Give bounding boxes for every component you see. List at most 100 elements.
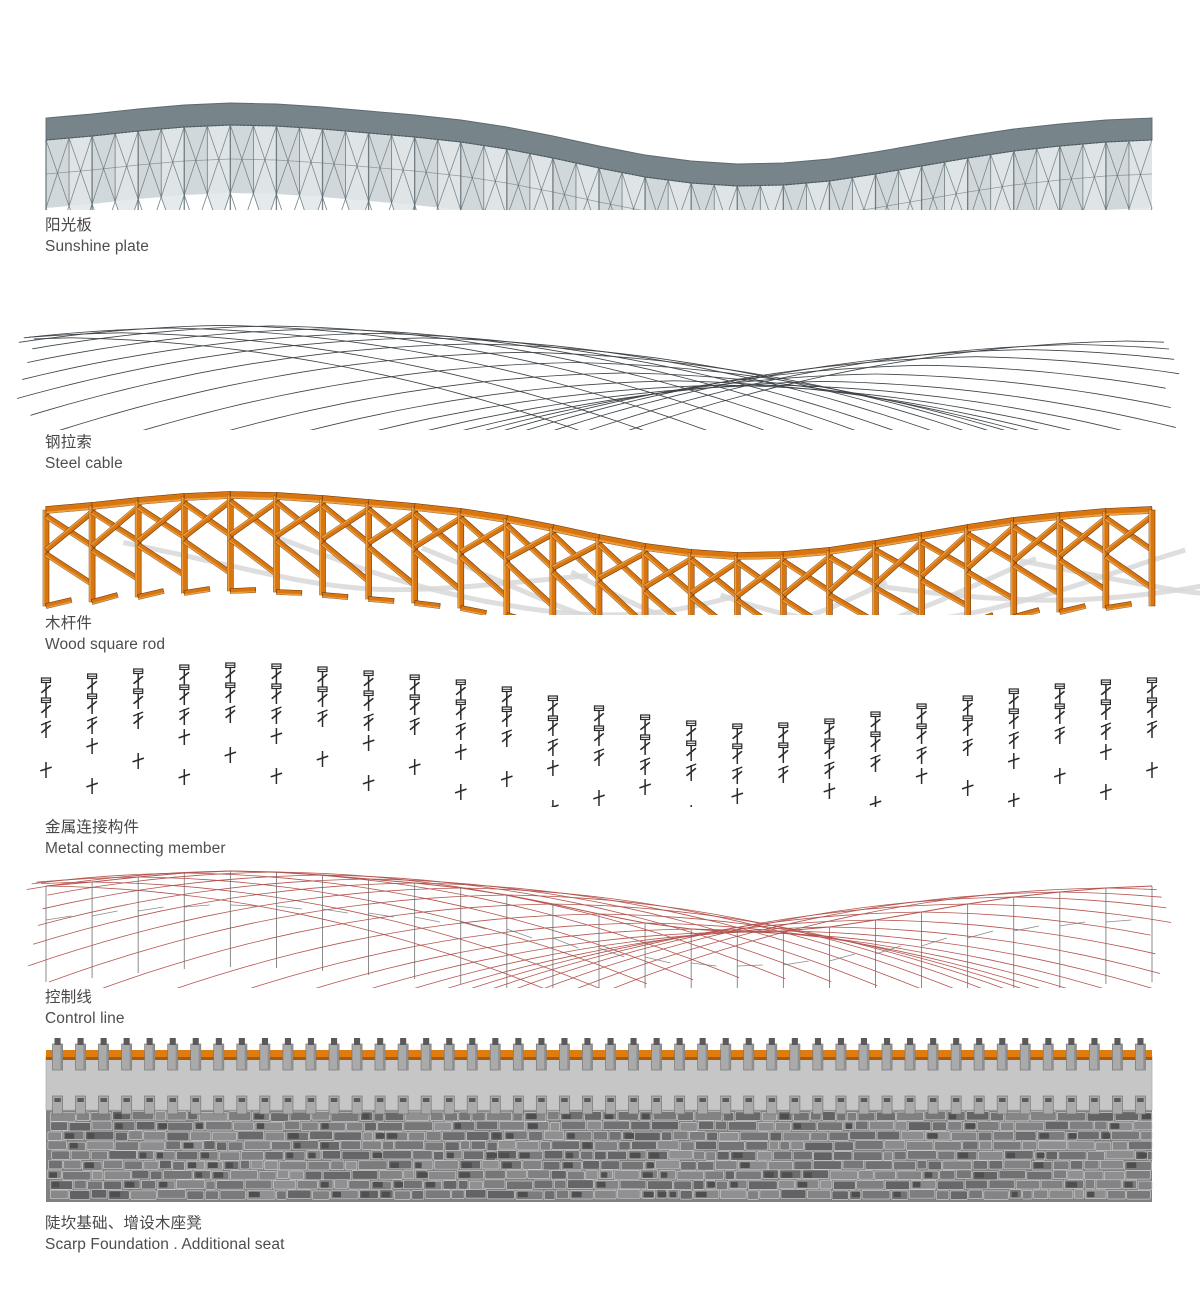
stone-unit [582,1160,600,1170]
steel-cable-net [17,324,1180,430]
stone-unit [382,1150,412,1160]
foundation-pillar-cap [768,1098,776,1102]
wood-diagonal [43,509,95,553]
metal-connector [1053,768,1066,784]
stone-unit [506,1180,534,1190]
foundation-pillar-shade [244,1044,247,1070]
layer-steel-cable [0,288,1200,430]
stone-unit [828,1131,849,1141]
foundation-pillar-cap [561,1098,568,1102]
foundation-pillar-lower [996,1095,1008,1115]
stone-unit [481,1160,500,1170]
wood-diagonal [781,596,814,615]
stone-unit [51,1150,71,1160]
sunshine-panel [944,158,968,210]
foundation-pillar-cap [376,1098,384,1102]
stone-unit [585,1170,599,1180]
stone-unit [378,1170,403,1180]
stone-unit [853,1151,883,1161]
foundation-post-cap [215,1038,222,1045]
metal-connector [40,697,52,718]
stone-accent [658,1191,667,1198]
stone-accent [321,1142,329,1149]
foundation-pillar-cap [883,1098,891,1102]
foundation-post-cap [284,1038,291,1045]
stone-unit [1067,1140,1095,1151]
stone-unit [143,1131,166,1141]
foundation-post-cap [331,1038,338,1045]
foundation-upper-pillars [52,1038,1146,1071]
foundation-pillar-cap [1114,1098,1121,1102]
stone-unit [829,1170,858,1180]
foundation-pillar-cap [975,1098,983,1102]
stone-accent [308,1152,316,1159]
stone-unit [425,1131,442,1141]
foundation-post-cap [699,1038,706,1045]
foundation-pillar-shade [982,1044,985,1070]
stone-unit [998,1169,1026,1180]
wood-diagonal [505,531,555,562]
foundation-pillar-lower [651,1095,662,1115]
stone-unit [1110,1130,1140,1141]
foundation-pillar-shade [198,1044,201,1070]
stone-unit [277,1169,289,1179]
foundation-pillar-lower [789,1095,801,1115]
stone-unit [69,1190,91,1200]
stone-unit [498,1140,516,1150]
metal-connector [824,761,835,779]
stone-unit [276,1190,287,1200]
metal-connector [271,683,282,704]
layer-metal-connecting-member [0,655,1200,807]
stone-unit [855,1120,869,1131]
stone-accent [158,1123,169,1129]
stone-unit [1095,1141,1112,1151]
stone-accent [851,1191,861,1198]
stone-unit [1022,1190,1033,1200]
sunshine-panel [760,185,784,210]
stone-unit [695,1140,718,1151]
foundation-pillar-cap [860,1098,868,1102]
layer-wood-square-rod [0,470,1200,615]
stone-accent [1126,1162,1137,1168]
sunshine-panel [506,149,530,210]
metal-connector [915,768,928,784]
sunshine-panel [1013,148,1037,210]
stone-unit [907,1121,932,1131]
stone-unit [883,1151,893,1161]
stone-unit [289,1111,311,1121]
stone-unit [1099,1159,1124,1170]
stone-accent [949,1113,957,1120]
stone-unit [487,1189,515,1200]
stone-accent [730,1181,738,1188]
stone-accent [643,1191,654,1198]
sunshine-panel [806,181,830,210]
stone-accent [604,1113,614,1120]
wood-diagonal [1011,519,1062,564]
stone-unit [858,1170,874,1180]
stone-accent [1142,1113,1151,1120]
foundation-post-cap [630,1038,637,1045]
stone-unit [705,1151,716,1161]
stone-unit [403,1179,423,1190]
wood-square-rod-graphic [42,491,1200,615]
stone-unit [856,1180,885,1190]
sunshine-panel-edges [45,124,1153,210]
foundation-pillar-shade [636,1044,639,1070]
steel-cable-graphic [17,324,1180,430]
foundation-post-cap [976,1038,983,1045]
stone-accent [669,1191,677,1198]
metal-connector [1146,720,1158,738]
stone-unit [773,1150,793,1161]
stone-unit [1083,1160,1100,1170]
stone-unit [103,1170,131,1180]
stone-unit [992,1141,1022,1151]
foundation-pillar-cap [100,1098,107,1102]
wood-bottom-chord [1058,603,1087,615]
metal-connector [501,706,513,727]
foundation-pillar-cap [929,1098,937,1102]
foundation-pillar-shade [1028,1044,1031,1070]
stone-unit [70,1150,91,1160]
stone-unit [654,1159,680,1170]
stone-unit [442,1180,458,1190]
foundation-pillar-shade [544,1044,547,1070]
